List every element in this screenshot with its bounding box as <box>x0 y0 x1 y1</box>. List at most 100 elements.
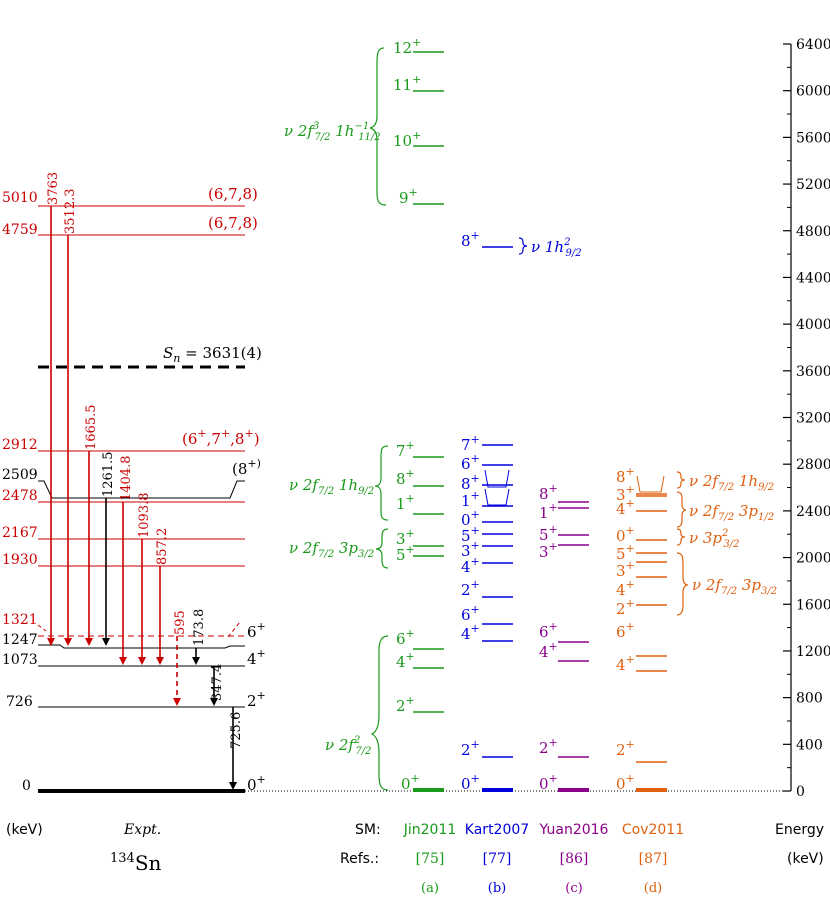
model-panel-cov: (d) <box>644 881 662 896</box>
axis-tick-label: 5600 <box>796 130 830 146</box>
transition-173-label: 173.8 <box>192 609 207 646</box>
transition-3763-arrowhead <box>47 638 55 646</box>
level-energy-1321: 1321 <box>2 612 38 628</box>
axis-tick-label: 2400 <box>796 504 830 520</box>
spin-label-yuan: 1+ <box>539 501 558 522</box>
spin-label-jin: 8+ <box>396 467 415 488</box>
axis-tick-label: 400 <box>796 737 823 753</box>
transition-857-label: 857.2 <box>155 528 170 565</box>
spin-label-yuan: 4+ <box>539 640 558 661</box>
level-energy-2912: 2912 <box>2 437 38 453</box>
axis-tick-label: 6000 <box>796 84 830 100</box>
level-energy-5010: 5010 <box>2 190 38 206</box>
brace-jin-f2 <box>370 635 389 791</box>
shell-model-levels: 0+2+4+6+5+3+1+8+7+9+10+11+12+0+2+4+6+2+4… <box>393 36 667 793</box>
level-spin-2912: (6+,7+,8+) <box>182 427 260 448</box>
model-ref-yuan: [86] <box>560 851 589 867</box>
axis-tick-label: 2000 <box>796 551 830 567</box>
brace-cov-p1 <box>676 491 687 528</box>
level-connector-1321-left <box>37 624 47 632</box>
axis-tick-label: 0 <box>796 784 805 800</box>
transition-1404-label: 1404.8 <box>119 456 134 502</box>
spin-label-yuan: 0+ <box>539 772 558 793</box>
spin-label-cov: 4+ <box>616 578 635 599</box>
sm-label: SM: <box>355 822 381 838</box>
spin-label-yuan: 6+ <box>539 620 558 641</box>
level-energy-0: 0 <box>22 778 31 794</box>
brace-cov-p3 <box>676 552 689 616</box>
transition-725-arrowhead <box>229 782 237 790</box>
transition-3512-label: 3512.3 <box>63 189 78 235</box>
axis-tick-label: 3200 <box>796 411 830 427</box>
transition-173-arrowhead <box>192 657 200 665</box>
brace-jin-h9 <box>374 445 389 521</box>
spin-label-jin: 6+ <box>396 627 415 648</box>
neutron-separation-energy-label: Sn = 3631(4) <box>163 344 262 365</box>
transition-595-arrowhead <box>173 698 181 706</box>
level-line-1247 <box>38 644 245 649</box>
transition-1093-arrowhead <box>138 657 146 665</box>
spin-label-cov: 2+ <box>616 597 635 618</box>
transition-1261-label: 1261.5 <box>101 452 116 498</box>
level-energy-4759: 4759 <box>2 222 38 238</box>
level-connector-bracket <box>484 469 510 488</box>
level-spin-0: 0+ <box>247 773 266 794</box>
axis-tick-label: 4400 <box>796 270 830 286</box>
spin-label-jin: 7+ <box>396 439 415 460</box>
spin-label-kart: 2+ <box>461 738 480 759</box>
level-spin-4759: (6,7,8) <box>208 214 258 232</box>
model-name-yuan: Yuan2016 <box>539 822 609 838</box>
spin-label-jin: 2+ <box>396 694 415 715</box>
transition-1093-label: 1093.8 <box>137 493 152 539</box>
energy-axis-ticks: 0400800120016002000240028003200360040004… <box>783 37 830 800</box>
brace-jin-h11 <box>369 47 387 206</box>
expt-title: Expt. <box>123 822 161 838</box>
level-line-2509 <box>38 480 245 499</box>
axis-tick-label: 4000 <box>796 317 830 333</box>
axis-tick-label: 5200 <box>796 177 830 193</box>
energy-axis-label: Energy <box>775 822 824 838</box>
refs-label: Refs.: <box>340 851 379 867</box>
config-jin-h9: ν 2f7/2 1h9/2 <box>289 476 374 497</box>
spin-label-kart: 0+ <box>461 772 480 793</box>
spin-label-kart: 2+ <box>461 578 480 599</box>
level-energy-2478: 2478 <box>2 488 38 504</box>
level-energy-726: 726 <box>6 694 33 710</box>
transition-347-arrowhead <box>210 698 218 706</box>
level-spin-2509: (8+) <box>232 457 261 478</box>
axis-tick-label: 1200 <box>796 644 830 660</box>
brace-cov-p3sq <box>676 528 686 546</box>
expt-unit-label: (keV) <box>6 822 43 838</box>
transition-347-label: 347.4 <box>210 664 225 701</box>
level-spin-1073: 4+ <box>247 647 266 668</box>
model-ref-cov: [87] <box>639 851 668 867</box>
level-spin-5010: (6,7,8) <box>208 185 258 203</box>
transition-1665-arrowhead <box>85 638 93 646</box>
config-jin-p3: ν 2f7/2 3p3/2 <box>289 539 374 560</box>
spin-label-yuan: 8+ <box>539 482 558 503</box>
level-connector-1321-right <box>227 621 241 638</box>
level-connector-bracket <box>636 475 665 493</box>
transition-1404-arrowhead <box>119 657 127 665</box>
energy-axis-unit: (keV) <box>787 851 824 867</box>
axis-tick-label: 2800 <box>796 457 830 473</box>
axis-tick-label: 3600 <box>796 364 830 380</box>
model-panel-yuan: (c) <box>565 881 582 896</box>
level-energy-1247: 1247 <box>2 632 38 648</box>
config-cov-p3: ν 2f7/2 3p3/2 <box>692 576 777 597</box>
spin-label-kart: 7+ <box>461 433 480 454</box>
model-ref-jin: [75] <box>416 851 445 867</box>
level-spin-1247: 6+ <box>247 620 266 641</box>
transition-3512-arrowhead <box>64 638 72 646</box>
gamma-transitions: 725.6 347.4 173.8 595 857.2 1093.8 1404.… <box>46 172 244 790</box>
config-cov-h9: ν 2f7/2 1h9/2 <box>689 472 774 493</box>
level-energy-2509: 2509 <box>2 467 38 483</box>
transition-725-label: 725.6 <box>229 712 244 749</box>
experimental-level-scheme: 0 0+ 726 2+ 1073 4+ 1247 6+ 1321 1930 21… <box>2 172 266 794</box>
transition-595-label: 595 <box>173 610 188 635</box>
spin-label-kart: 8+ <box>461 229 480 250</box>
